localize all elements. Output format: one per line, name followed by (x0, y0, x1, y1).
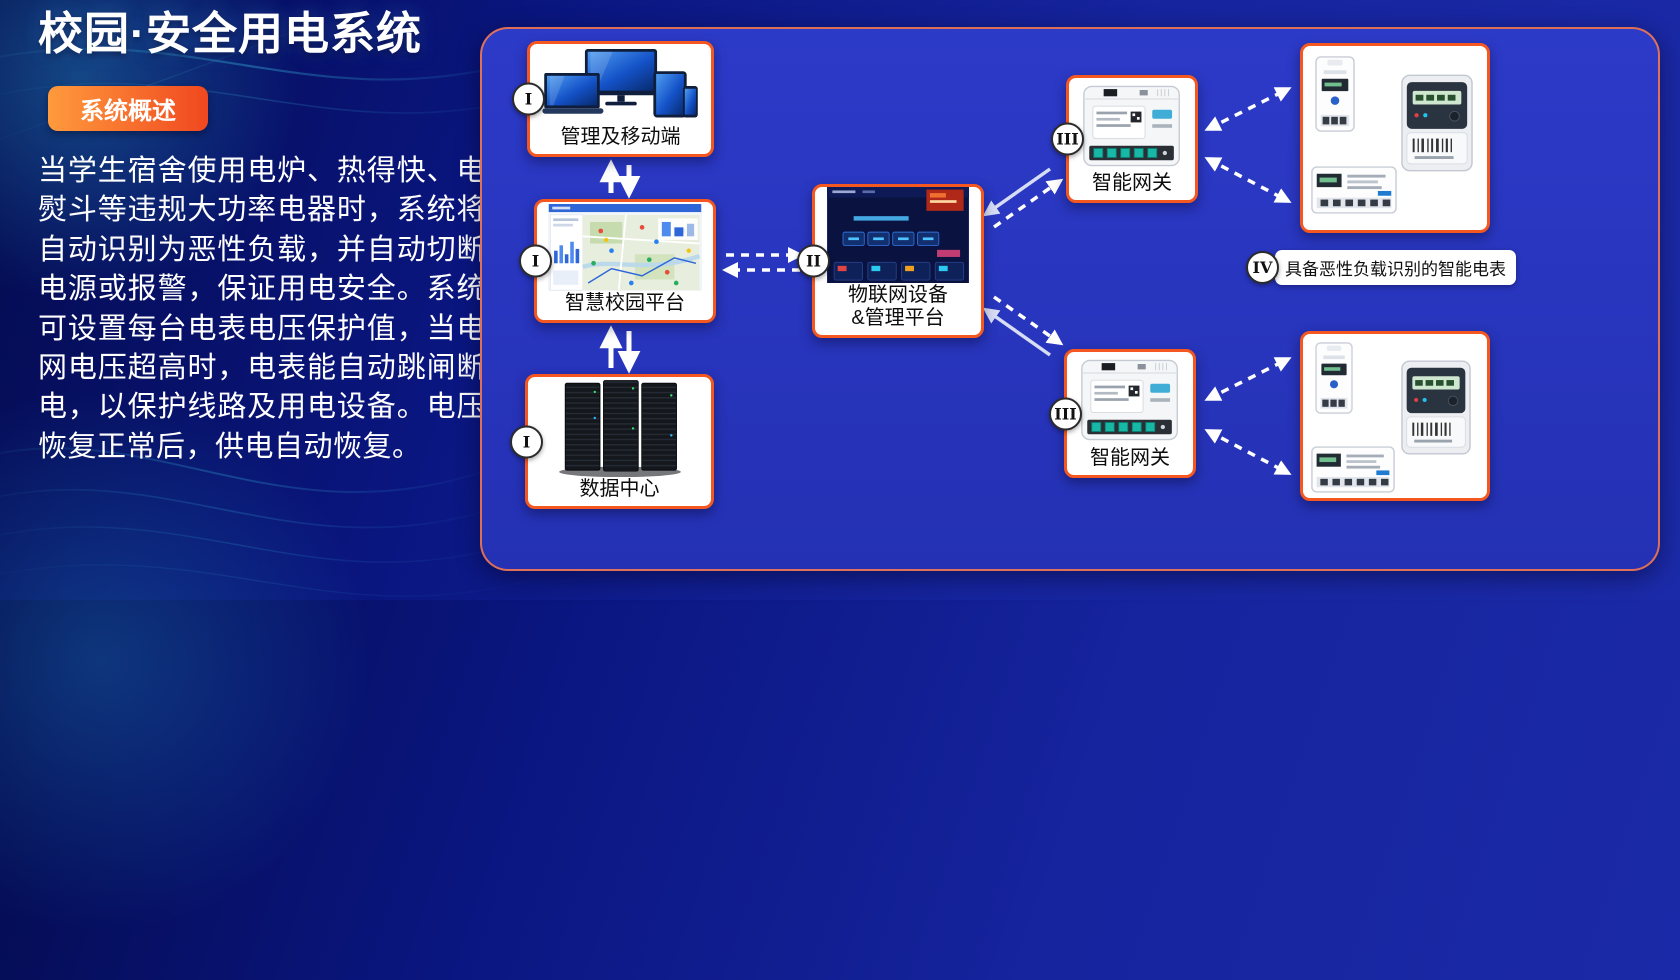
iot-dashboard-illustration (815, 187, 981, 283)
node-gateway-top: III 智能网关 (1051, 75, 1198, 203)
gateway-illustration-bottom (1067, 352, 1193, 446)
campus-dashboard-illustration (537, 202, 713, 291)
node-management-mobile: I 管理及移动端 (512, 41, 714, 157)
overview-badge: 系统概述 (48, 85, 208, 131)
meters-illustration-bottom (1303, 334, 1487, 498)
node-label-iot: 物联网设备 &管理平台 (846, 283, 950, 335)
left-column: 校园·安全用电系统 系统概述 当学生宿舍使用电炉、热得快、电熨斗等违规大功率电器… (38, 8, 486, 466)
devices-illustration (530, 44, 711, 125)
node-smart-meters-bottom (1300, 331, 1490, 501)
smart-meters-tag: IV 具备恶性负载识别的智能电表 (1246, 250, 1516, 285)
arrow-gateway-bottom-to-iot (982, 307, 1052, 357)
numeral-badge-campus: I (519, 244, 552, 278)
smart-meters-label: 具备恶性负载识别的智能电表 (1275, 250, 1516, 285)
node-label-gateway-top: 智能网关 (1092, 171, 1172, 194)
arrow-gateway-bottom-meters-2 (1204, 429, 1292, 475)
numeral-badge-meters: IV (1246, 251, 1279, 284)
page-title: 校园·安全用电系统 (38, 8, 422, 59)
node-label-campus: 智慧校园平台 (565, 291, 685, 314)
node-campus-platform: I 智慧校园平台 (519, 199, 716, 323)
arrow-iot-to-gateway-top (992, 178, 1064, 229)
arrow-gateway-bottom-meters-1 (1204, 357, 1292, 401)
diagram-panel: I 管理及移动端 I 智慧校园平台 I 数据中心 II 物联网设备 &管理平台 … (480, 27, 1660, 571)
arrow-gateway-top-to-iot (982, 167, 1052, 217)
node-label-iot-line2: &管理平台 (851, 306, 945, 329)
numeral-badge-datacenter: I (510, 425, 543, 458)
node-smart-meters-top (1300, 43, 1490, 233)
arrow-iot-to-gateway-bottom (992, 295, 1064, 346)
system-description: 当学生宿舍使用电炉、热得快、电熨斗等违规大功率电器时，系统将自动识别为恶性负载，… (38, 152, 486, 463)
node-data-center: I 数据中心 (510, 374, 714, 509)
node-label-gateway-bottom: 智能网关 (1090, 446, 1170, 469)
node-label-iot-line1: 物联网设备 (848, 284, 948, 307)
server-racks-illustration (528, 377, 711, 477)
numeral-badge-management: I (512, 82, 545, 116)
gateway-illustration-top (1069, 78, 1195, 171)
node-iot-platform: II 物联网设备 &管理平台 (797, 184, 984, 338)
arrow-gateway-top-meters-1 (1204, 87, 1292, 131)
node-label-management: 管理及移动端 (560, 125, 681, 148)
node-gateway-bottom: III 智能网关 (1049, 349, 1196, 478)
node-label-datacenter: 数据中心 (579, 477, 660, 500)
numeral-badge-gateway-bottom: III (1049, 397, 1082, 430)
arrow-gateway-top-meters-2 (1204, 157, 1292, 203)
numeral-badge-iot: II (797, 244, 830, 278)
numeral-badge-gateway-top: III (1051, 122, 1084, 156)
meters-illustration-top (1303, 46, 1487, 230)
